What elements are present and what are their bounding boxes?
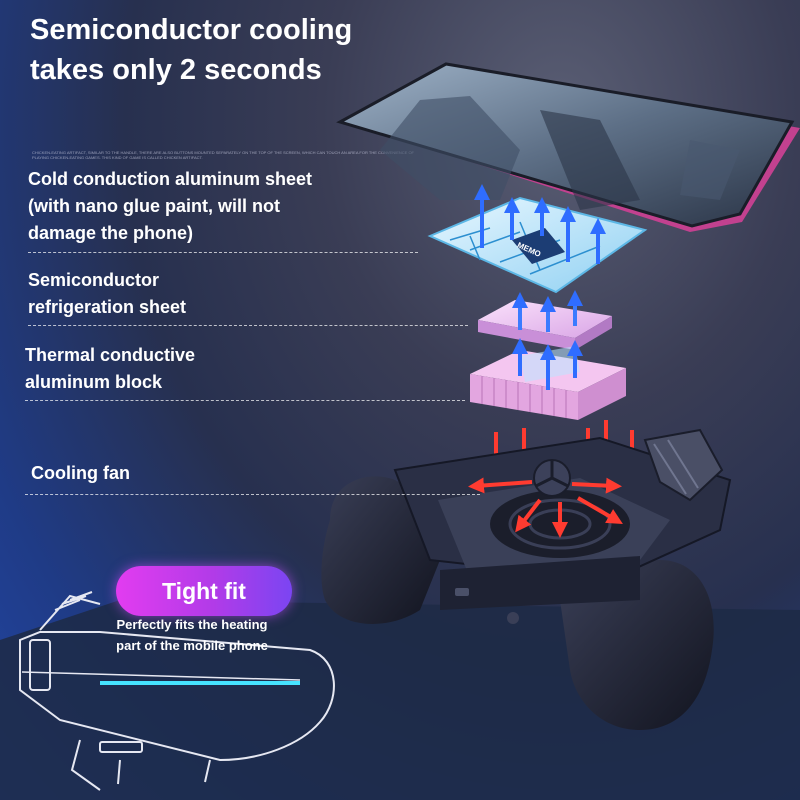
cold-arrows [474,184,606,264]
fit-outline-sketch [19,591,335,791]
headline-line-2: takes only 2 seconds [30,54,322,86]
refrigeration-sheet [478,290,612,350]
right-grip [560,560,714,730]
tight-fit-caption-line-1: Perfectly fits the heating [116,617,268,632]
power-button [507,612,519,624]
callout-cold-sheet: Cold conduction aluminum sheet (with nan… [28,166,312,247]
headline-line-1: Semiconductor cooling [30,14,353,46]
callout-thermal-block: Thermal conductive aluminum block [25,342,195,396]
callout-cold-sheet-line-2: (with nano glue paint, will not [28,196,280,216]
callout-refrigeration-sheet: Semiconductor refrigeration sheet [28,267,186,321]
cooling-fan [468,459,623,538]
callout-cold-sheet-line-1: Cold conduction aluminum sheet [28,169,313,189]
controller [321,428,732,730]
callout-thermal-line-1: Thermal conductive [25,345,196,365]
fine-print: CHICKEN-EATING ARTIFACT, SIMILAR TO THE … [32,150,415,160]
tight-fit-caption-line-2: part of the mobile phone [116,638,268,653]
headline: Semiconductor cooling takes only 2 secon… [30,10,352,90]
cold-conduction-sheet: MEMO [427,196,648,294]
controller-base [440,556,640,610]
leader-cooling-fan [25,494,480,495]
callout-cooling-fan-line-1: Cooling fan [31,463,130,483]
leader-thermal-block [25,400,465,401]
leader-cold-sheet [28,252,418,253]
tight-fit-caption: Perfectly fits the heating part of the m… [92,614,292,656]
callout-refrigeration-line-1: Semiconductor [28,270,160,290]
callout-cold-sheet-line-3: damage the phone) [28,223,194,243]
callout-refrigeration-line-2: refrigeration sheet [28,297,187,317]
usb-port [455,588,469,596]
callout-cooling-fan: Cooling fan [31,460,130,487]
thermal-block [470,338,626,420]
tight-fit-badge: Tight fit [116,566,292,616]
phone [336,62,800,232]
leader-refrigeration-sheet [28,325,468,326]
left-grip [321,476,440,624]
callout-thermal-line-2: aluminum block [25,372,163,392]
